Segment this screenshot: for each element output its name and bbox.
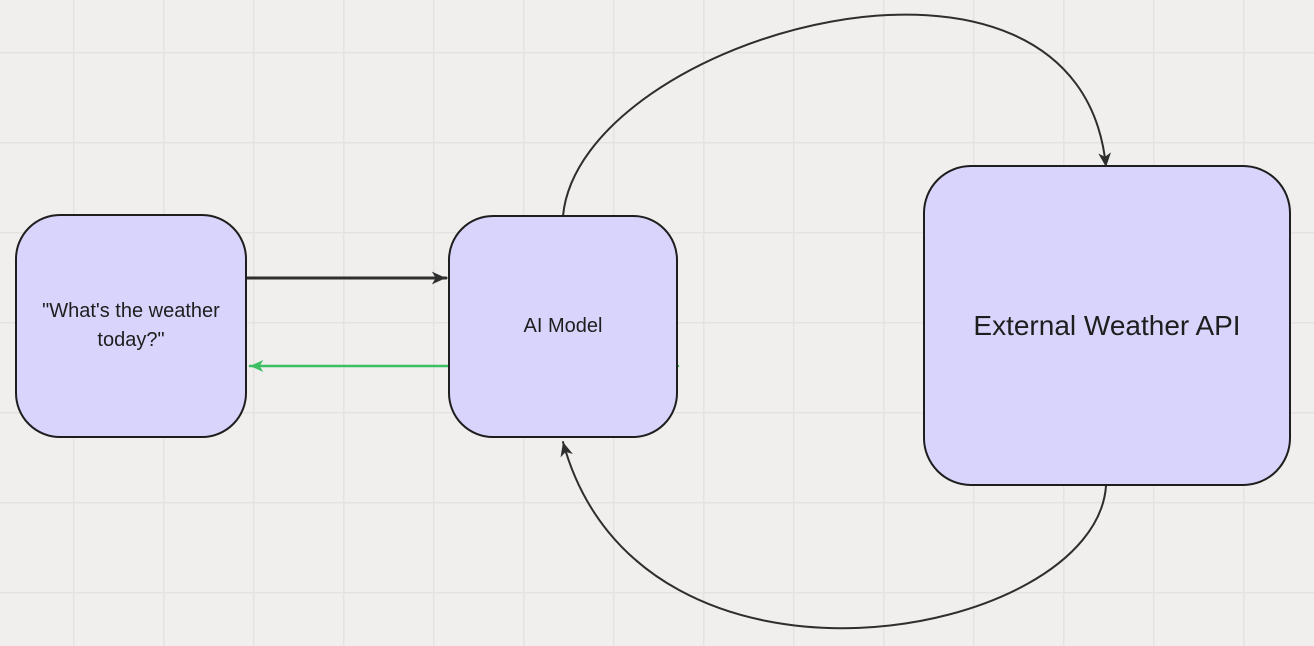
edge-external-api-to-ai-model[interactable] [560,441,1107,630]
node-user-query-label: "What's the weather today?" [42,300,220,351]
node-ai-model-label: AI Model [523,315,603,337]
node-user-query[interactable]: "What's the weather today?" [15,214,247,438]
node-ai-model[interactable]: AI Model [448,215,678,438]
edge-ai-model-to-external-api[interactable] [562,13,1111,217]
node-external-api[interactable]: External Weather API [923,165,1291,486]
node-external-api-label: External Weather API [973,309,1241,341]
